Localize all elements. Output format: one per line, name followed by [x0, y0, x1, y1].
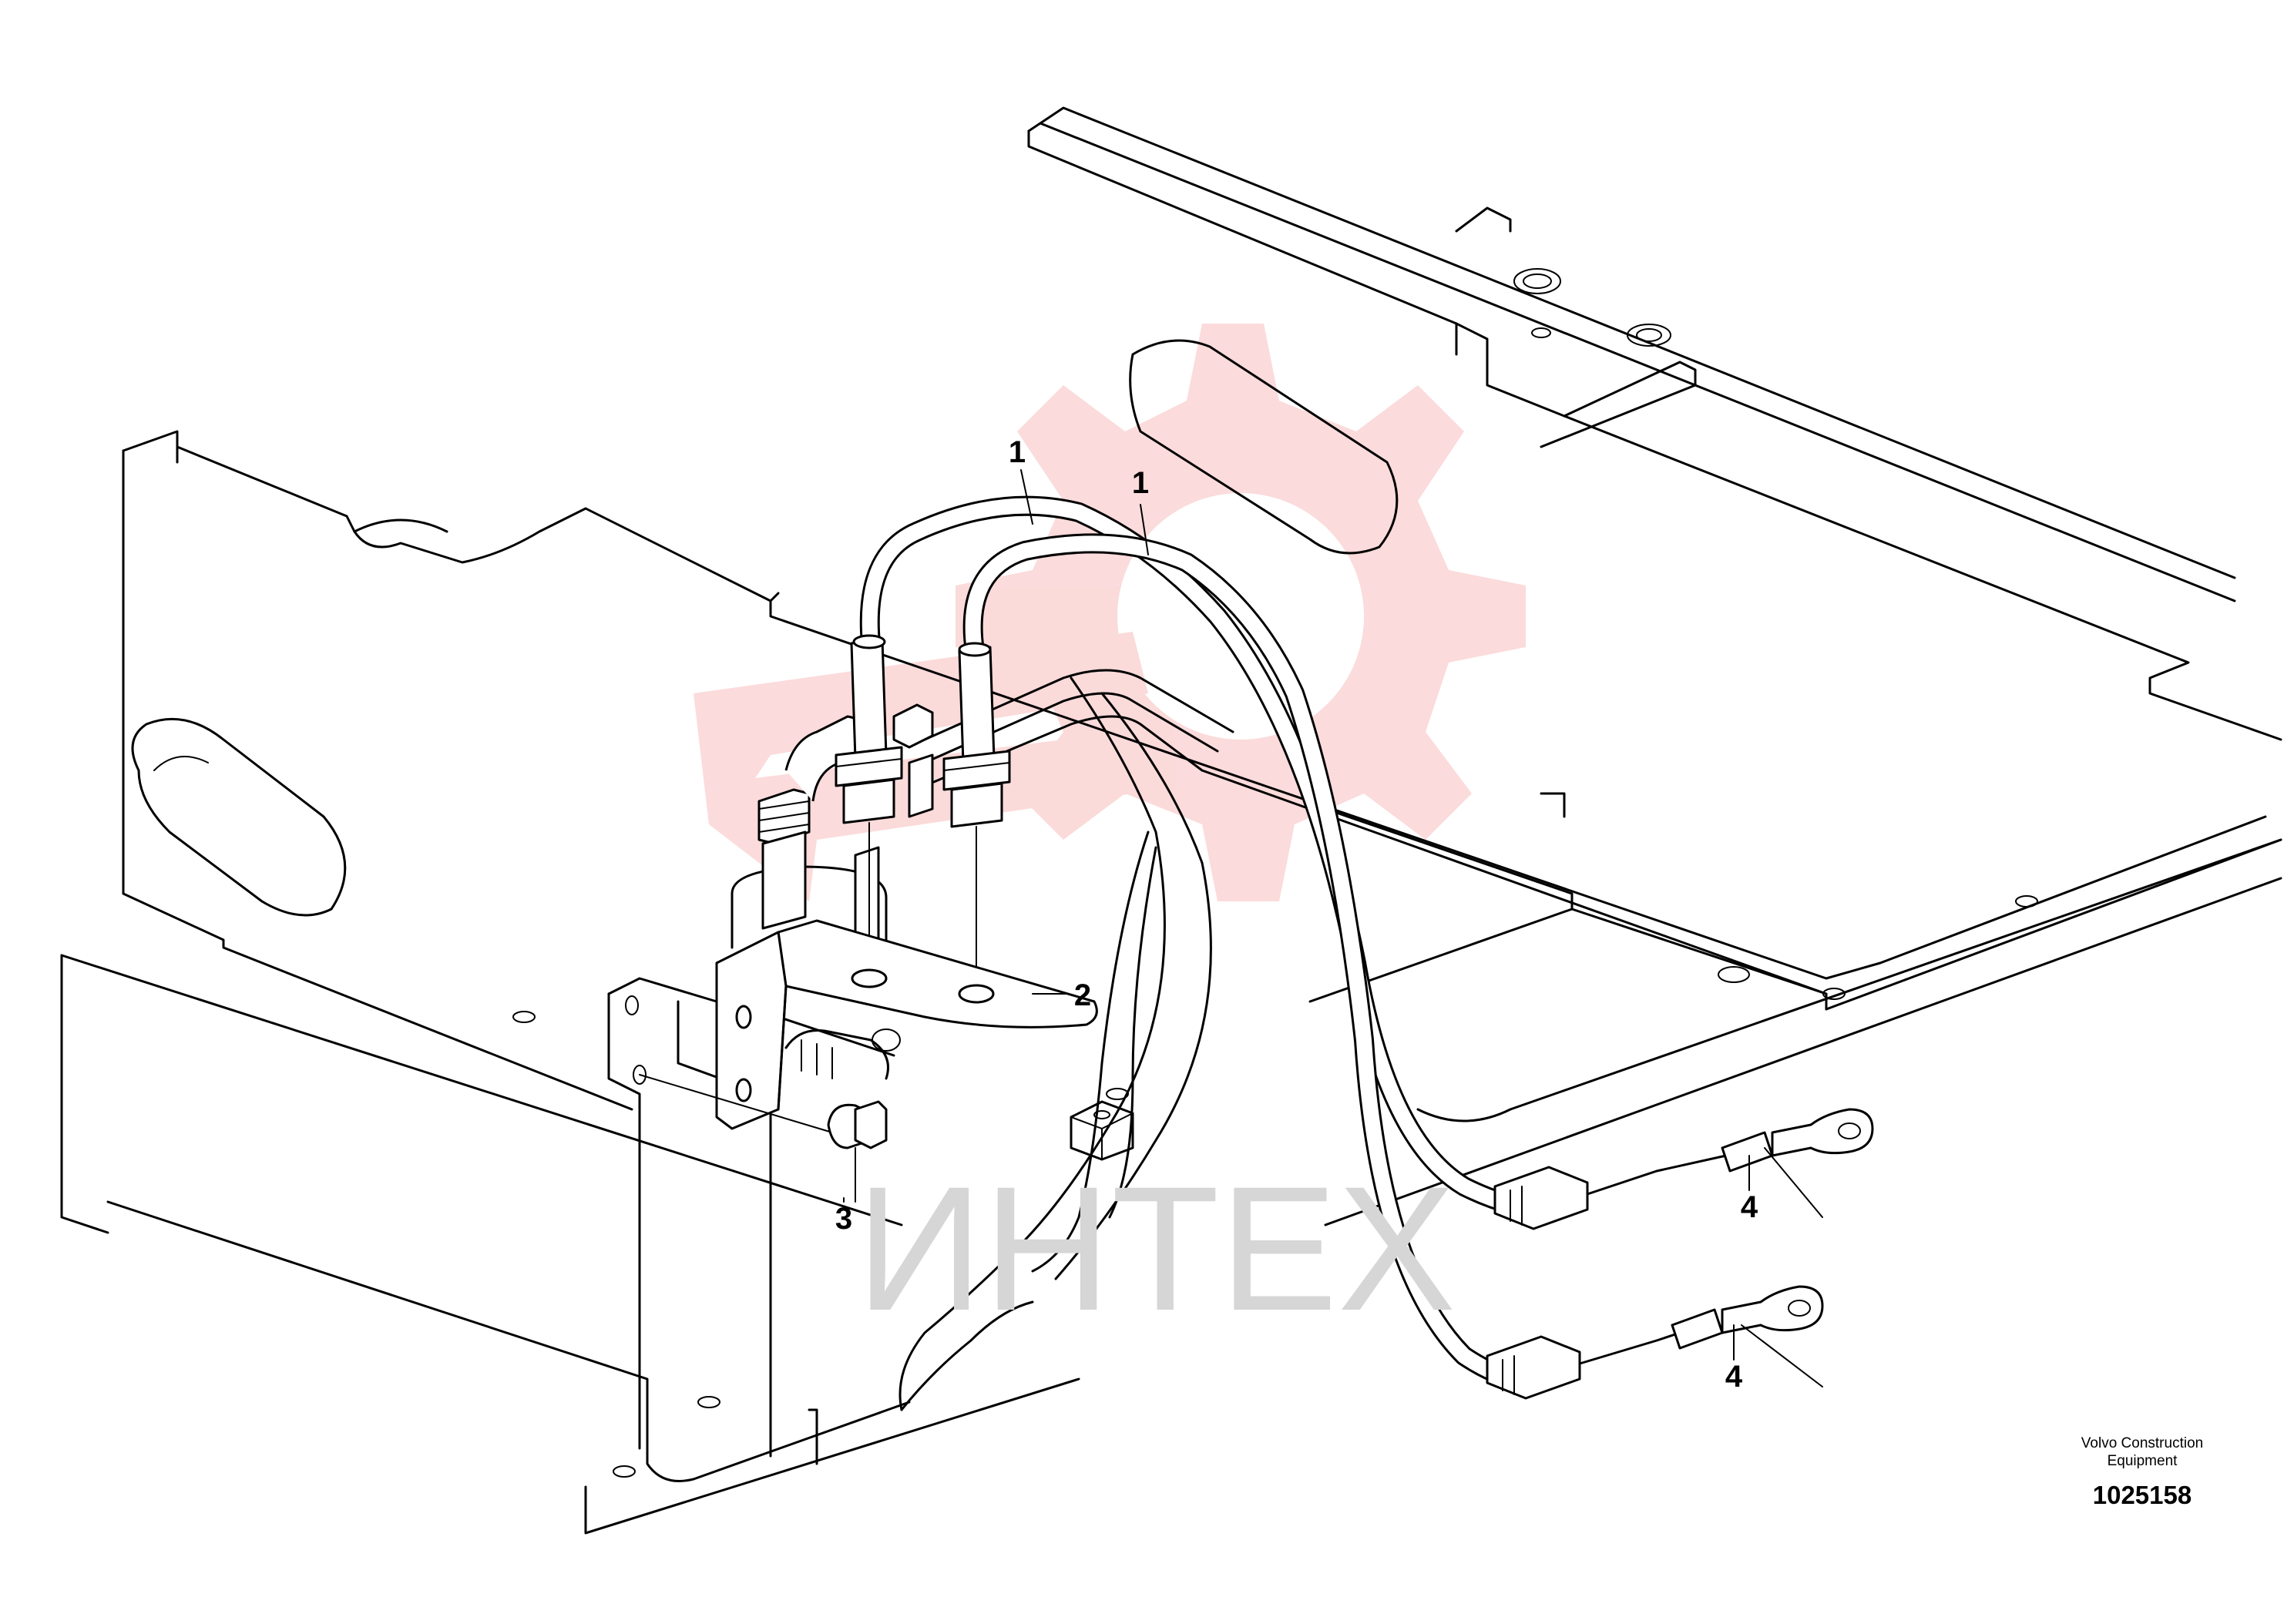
hydraulic-pipes — [757, 669, 1234, 1411]
callout-2: 2 — [1074, 978, 1091, 1012]
leaders — [843, 469, 1750, 1361]
cable-upper — [1493, 1108, 1874, 1230]
callout-1-right: 1 — [1132, 466, 1149, 500]
bolt — [639, 1074, 888, 1203]
bracket — [715, 919, 1098, 1130]
callout-3: 3 — [835, 1202, 852, 1236]
drawing-footer: Volvo Construction Equipment 1025158 — [2019, 1434, 2265, 1510]
manufacturer-line-1: Volvo Construction — [2081, 1435, 2204, 1451]
watermark-gear-logo — [694, 324, 1526, 901]
hose-left — [835, 495, 1559, 1220]
callout-4-lower: 4 — [1725, 1360, 1743, 1394]
callout-1-left: 1 — [1009, 435, 1026, 469]
chassis-frame — [60, 106, 2282, 1535]
manufacturer-line-2: Equipment — [2107, 1453, 2178, 1469]
watermark-text: ИНТЕХ — [856, 1149, 1456, 1347]
cable-lower — [1486, 1285, 1824, 1400]
callout-4-upper: 4 — [1741, 1190, 1758, 1224]
drawing-number: 1025158 — [2092, 1481, 2192, 1509]
hose-right — [942, 533, 1551, 1391]
